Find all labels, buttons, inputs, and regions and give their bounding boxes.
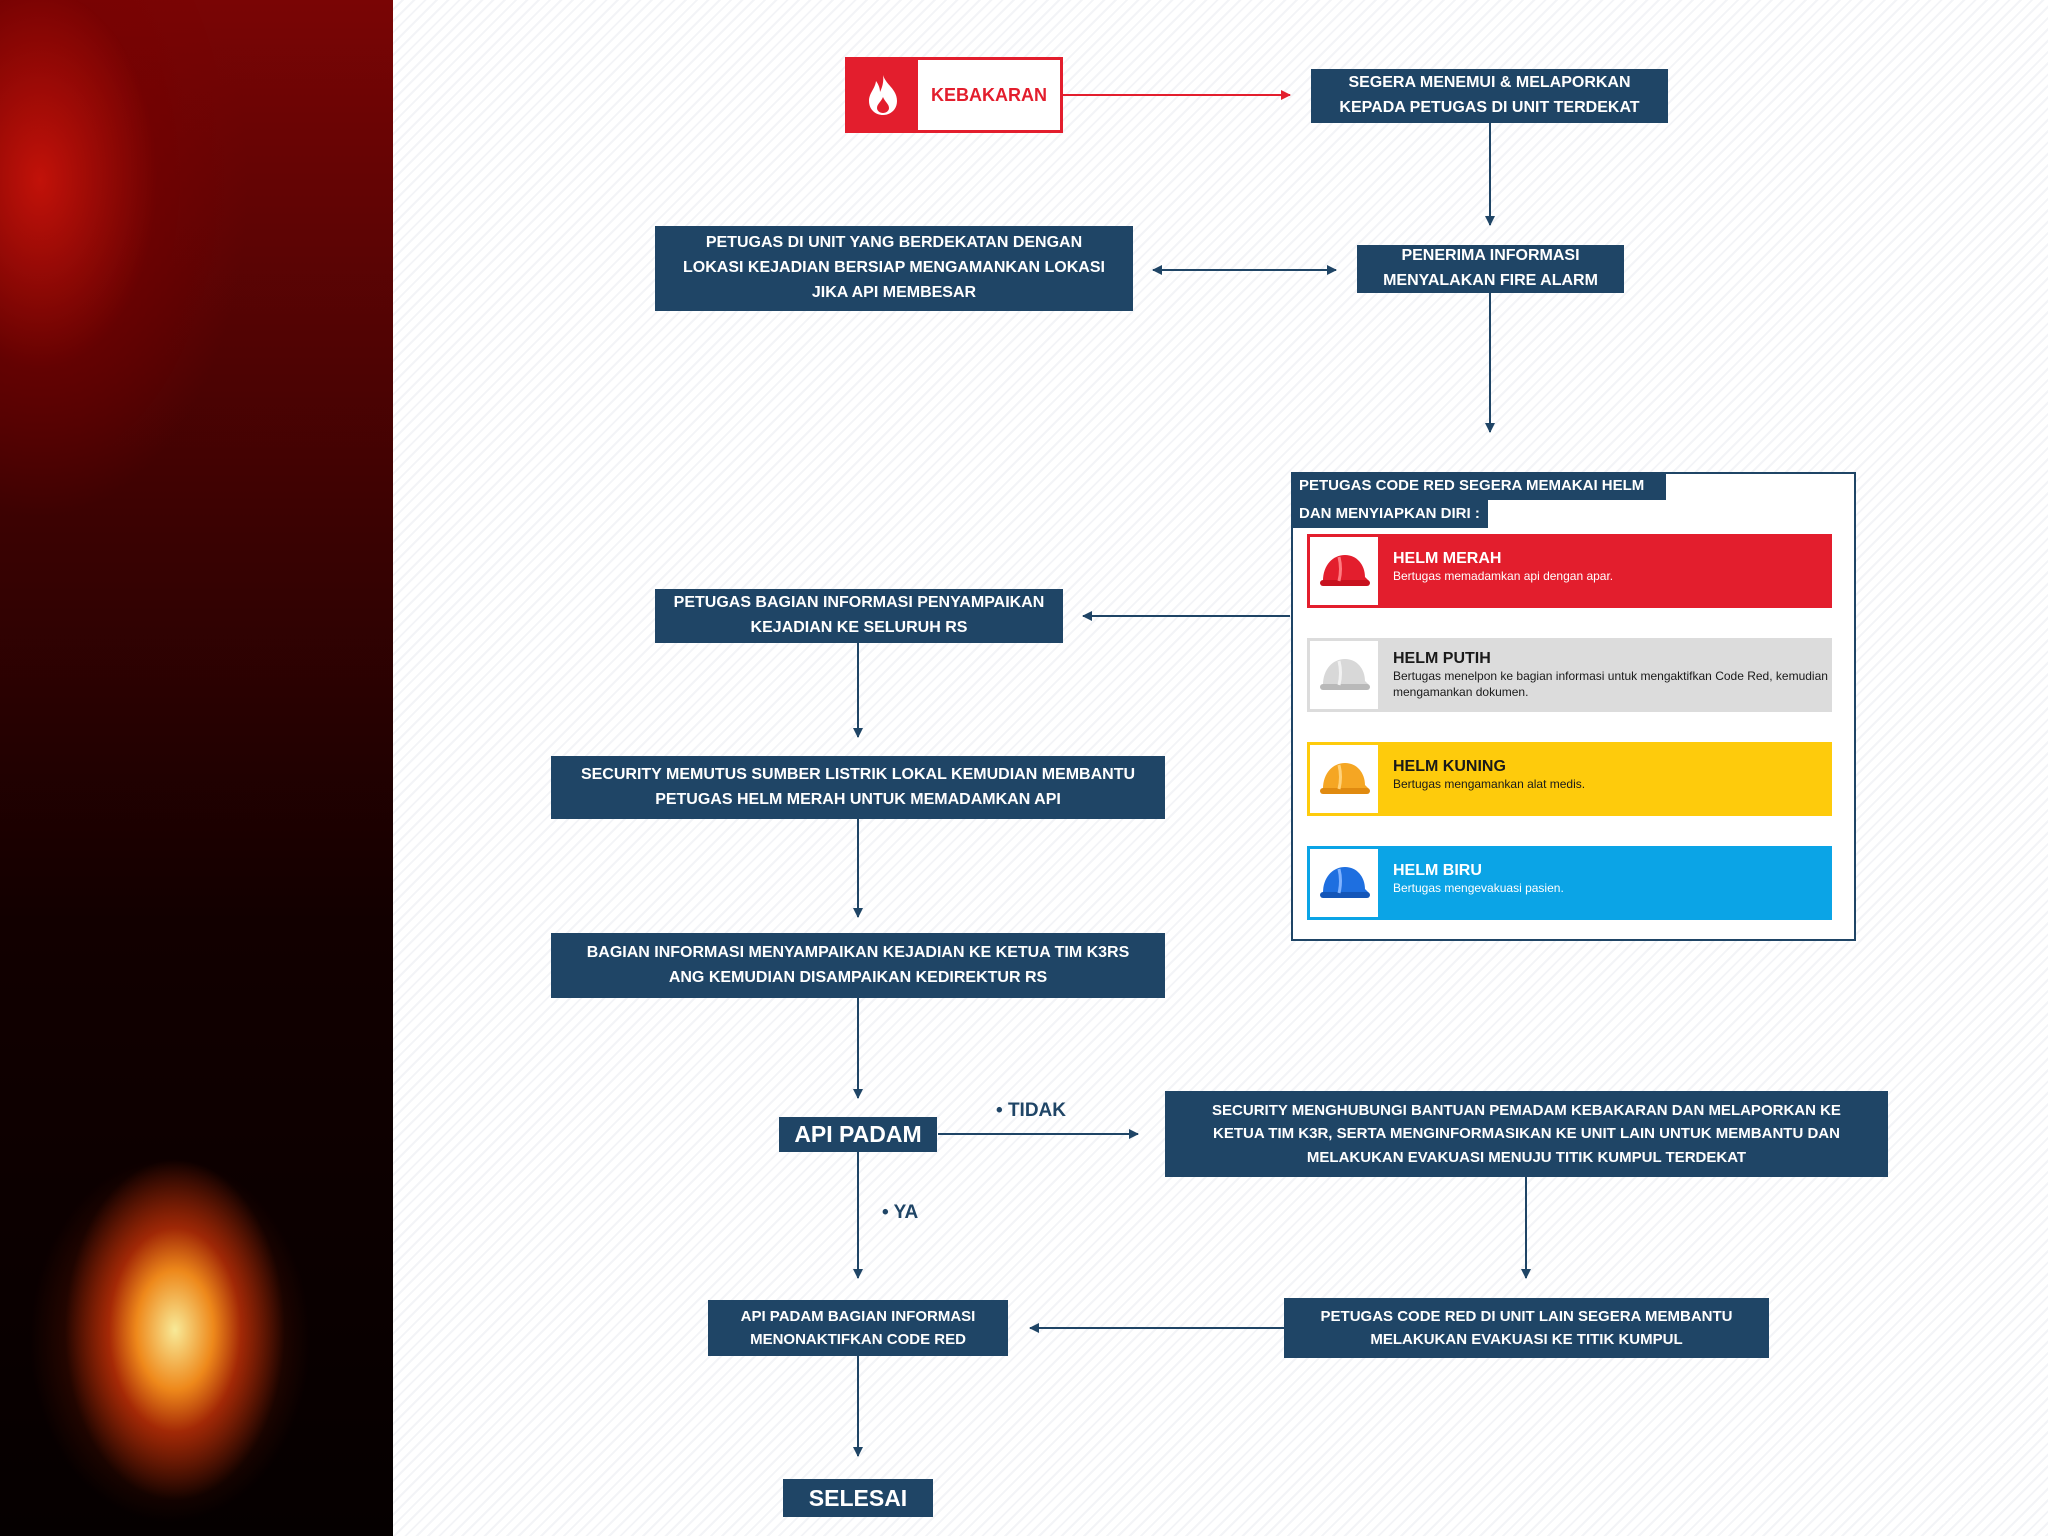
decision-api-padam: API PADAM	[779, 1117, 937, 1152]
fire-hand-sidebar-image	[0, 0, 393, 1536]
yellow-helmet-icon	[1307, 742, 1381, 816]
step-evacuate: PETUGAS CODE RED DI UNIT LAIN SEGERA MEM…	[1284, 1298, 1769, 1358]
helm-item-kuning: HELM KUNING Bertugas mengamankan alat me…	[1307, 742, 1832, 816]
label-tidak-text: TIDAK	[1007, 1100, 1066, 1121]
helm-biru-desc: Bertugas mengevakuasi pasien.	[1393, 881, 1564, 895]
helm-item-biru: HELM BIRU Bertugas mengevakuasi pasien.	[1307, 846, 1832, 920]
blue-helmet-icon	[1307, 846, 1381, 920]
step-deactivate-code-red: API PADAM BAGIAN INFORMASI MENONAKTIFKAN…	[708, 1300, 1008, 1356]
helm-card-title-line2-box: DAN MENYIAPKAN DIRI :	[1291, 500, 1488, 528]
helm-putih-name: HELM PUTIH	[1393, 650, 1491, 667]
step-call-fire-department: SECURITY MENGHUBUNGI BANTUAN PEMADAM KEB…	[1165, 1091, 1888, 1177]
helm-item-putih: HELM PUTIH Bertugas menelpon ke bagian i…	[1307, 638, 1832, 712]
helm-card-title-line2: DAN MENYIAPKAN DIRI :	[1299, 505, 1480, 522]
end-selesai: SELESAI	[783, 1479, 933, 1517]
connector-arrows	[853, 90, 1531, 1457]
helm-card-title: PETUGAS CODE RED SEGERA MEMAKAI HELM	[1291, 472, 1667, 500]
red-helmet-icon	[1307, 534, 1381, 608]
label-ya-text: YA	[893, 1202, 919, 1223]
helm-item-merah: HELM MERAH Bertugas memadamkan api denga…	[1307, 534, 1832, 608]
step-report-director: BAGIAN INFORMASI MENYAMPAIKAN KEJADIAN K…	[551, 933, 1165, 998]
step-security-power: SECURITY MEMUTUS SUMBER LISTRIK LOKAL KE…	[551, 756, 1165, 819]
helm-roles-card: PETUGAS CODE RED SEGERA MEMAKAI HELM DAN…	[1291, 472, 1856, 941]
flowchart-canvas: KEBAKARAN SEGERA MENEMUI & MELAPORKAN KE…	[393, 0, 2048, 1536]
helm-biru-name: HELM BIRU	[1393, 862, 1482, 879]
white-helmet-icon	[1307, 638, 1381, 712]
start-kebakaran: KEBAKARAN	[845, 57, 1063, 133]
start-label: KEBAKARAN	[931, 84, 1047, 105]
helm-kuning-name: HELM KUNING	[1393, 758, 1506, 775]
helm-merah-desc: Bertugas memadamkan api dengan apar.	[1393, 569, 1614, 583]
step-broadcast-info: PETUGAS BAGIAN INFORMASI PENYAMPAIKAN KE…	[655, 589, 1063, 643]
helm-card-title-line1: PETUGAS CODE RED SEGERA MEMAKAI HELM	[1299, 477, 1645, 494]
label-ya: • YA	[882, 1202, 919, 1223]
helm-putih-desc: Bertugas menelpon ke bagian informasi un…	[1393, 669, 1828, 700]
helm-kuning-desc: Bertugas mengamankan alat medis.	[1393, 777, 1586, 791]
step-secure-location: PETUGAS DI UNIT YANG BERDEKATAN DENGAN L…	[655, 226, 1133, 311]
fire-icon	[848, 60, 918, 130]
helm-merah-name: HELM MERAH	[1393, 550, 1502, 567]
step-report: SEGERA MENEMUI & MELAPORKAN KEPADA PETUG…	[1311, 69, 1668, 123]
label-tidak: • TIDAK	[996, 1100, 1066, 1121]
step-fire-alarm: PENERIMA INFORMASI MENYALAKAN FIRE ALARM	[1357, 245, 1624, 293]
